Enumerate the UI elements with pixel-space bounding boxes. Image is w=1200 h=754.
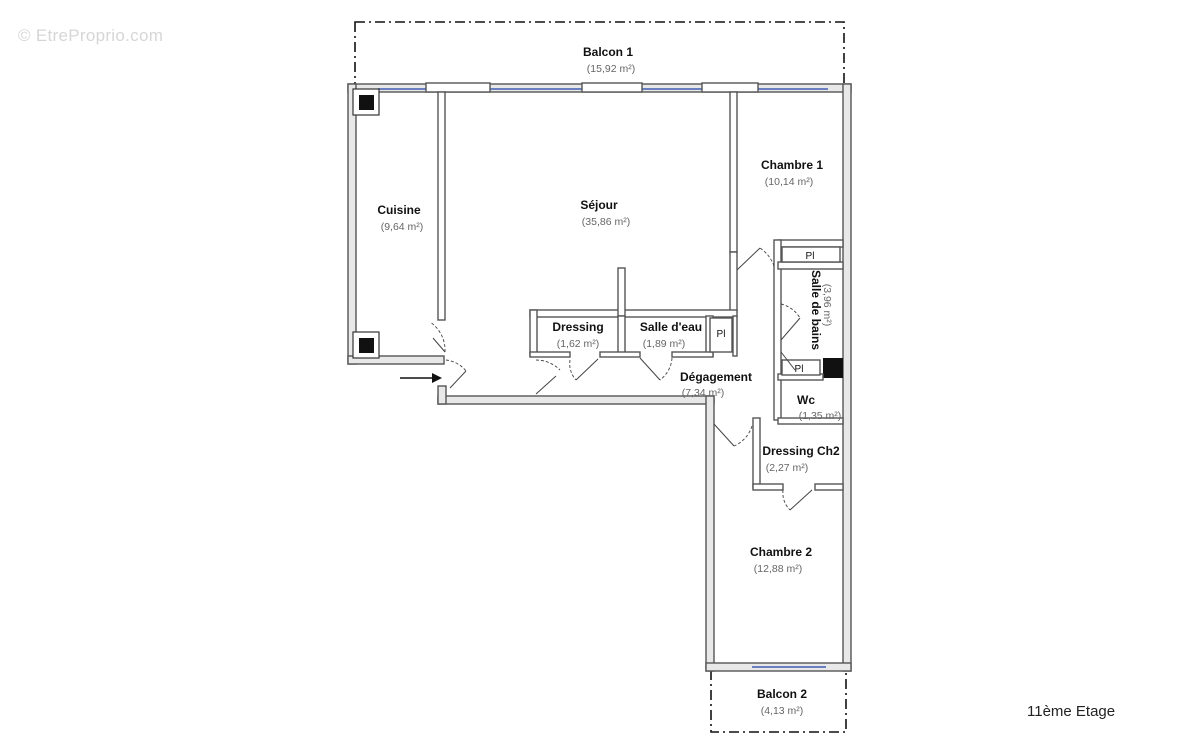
cuisine-area: (9,64 m²): [381, 221, 424, 233]
sejour-area: (35,86 m²): [582, 216, 630, 228]
chambre2-name: Chambre 2: [750, 545, 812, 559]
balcon2-area: (4,13 m²): [761, 705, 804, 717]
balcon1-area: (15,92 m²): [587, 63, 635, 75]
dressing-name: Dressing: [552, 320, 603, 334]
closets: [709, 246, 841, 376]
closet-label: Pl: [806, 251, 815, 262]
dressing-ch2-area: (2,27 m²): [766, 462, 809, 474]
columns: [352, 88, 843, 378]
watermark: © EtreProprio.com: [18, 26, 164, 45]
chambre2-area: (12,88 m²): [754, 563, 802, 575]
wc-area: (1,35 m²): [799, 410, 842, 422]
balcon1-name: Balcon 1: [583, 45, 633, 59]
salle-de-bains-area: (3,96 m²): [821, 284, 833, 327]
balcon2-name: Balcon 2: [757, 687, 807, 701]
closet-label: Pl: [717, 329, 726, 340]
doors: [429, 247, 813, 511]
salle-deau-name: Salle d'eau: [640, 320, 702, 334]
dressing-area: (1,62 m²): [557, 338, 600, 350]
dressing-ch2-name: Dressing Ch2: [762, 444, 840, 458]
salle-deau-area: (1,89 m²): [643, 338, 686, 350]
entrance-arrow: [400, 373, 442, 383]
chambre1-area: (10,14 m²): [765, 176, 813, 188]
balcon1-outline: [354, 21, 845, 89]
wc-name: Wc: [797, 393, 815, 407]
degagement-name: Dégagement: [680, 370, 752, 384]
closet-label: Pl: [795, 364, 804, 375]
degagement-area: (7,34 m²): [682, 387, 725, 399]
floor-label: 11ème Etage: [1027, 703, 1116, 720]
salle-de-bains-name: Salle de bains: [809, 270, 823, 350]
sejour-name: Séjour: [580, 198, 618, 212]
interior-walls: [437, 91, 844, 491]
cuisine-name: Cuisine: [377, 203, 421, 217]
chambre1-name: Chambre 1: [761, 158, 823, 172]
balcon2-outline: [710, 670, 847, 733]
windows: [378, 82, 828, 668]
